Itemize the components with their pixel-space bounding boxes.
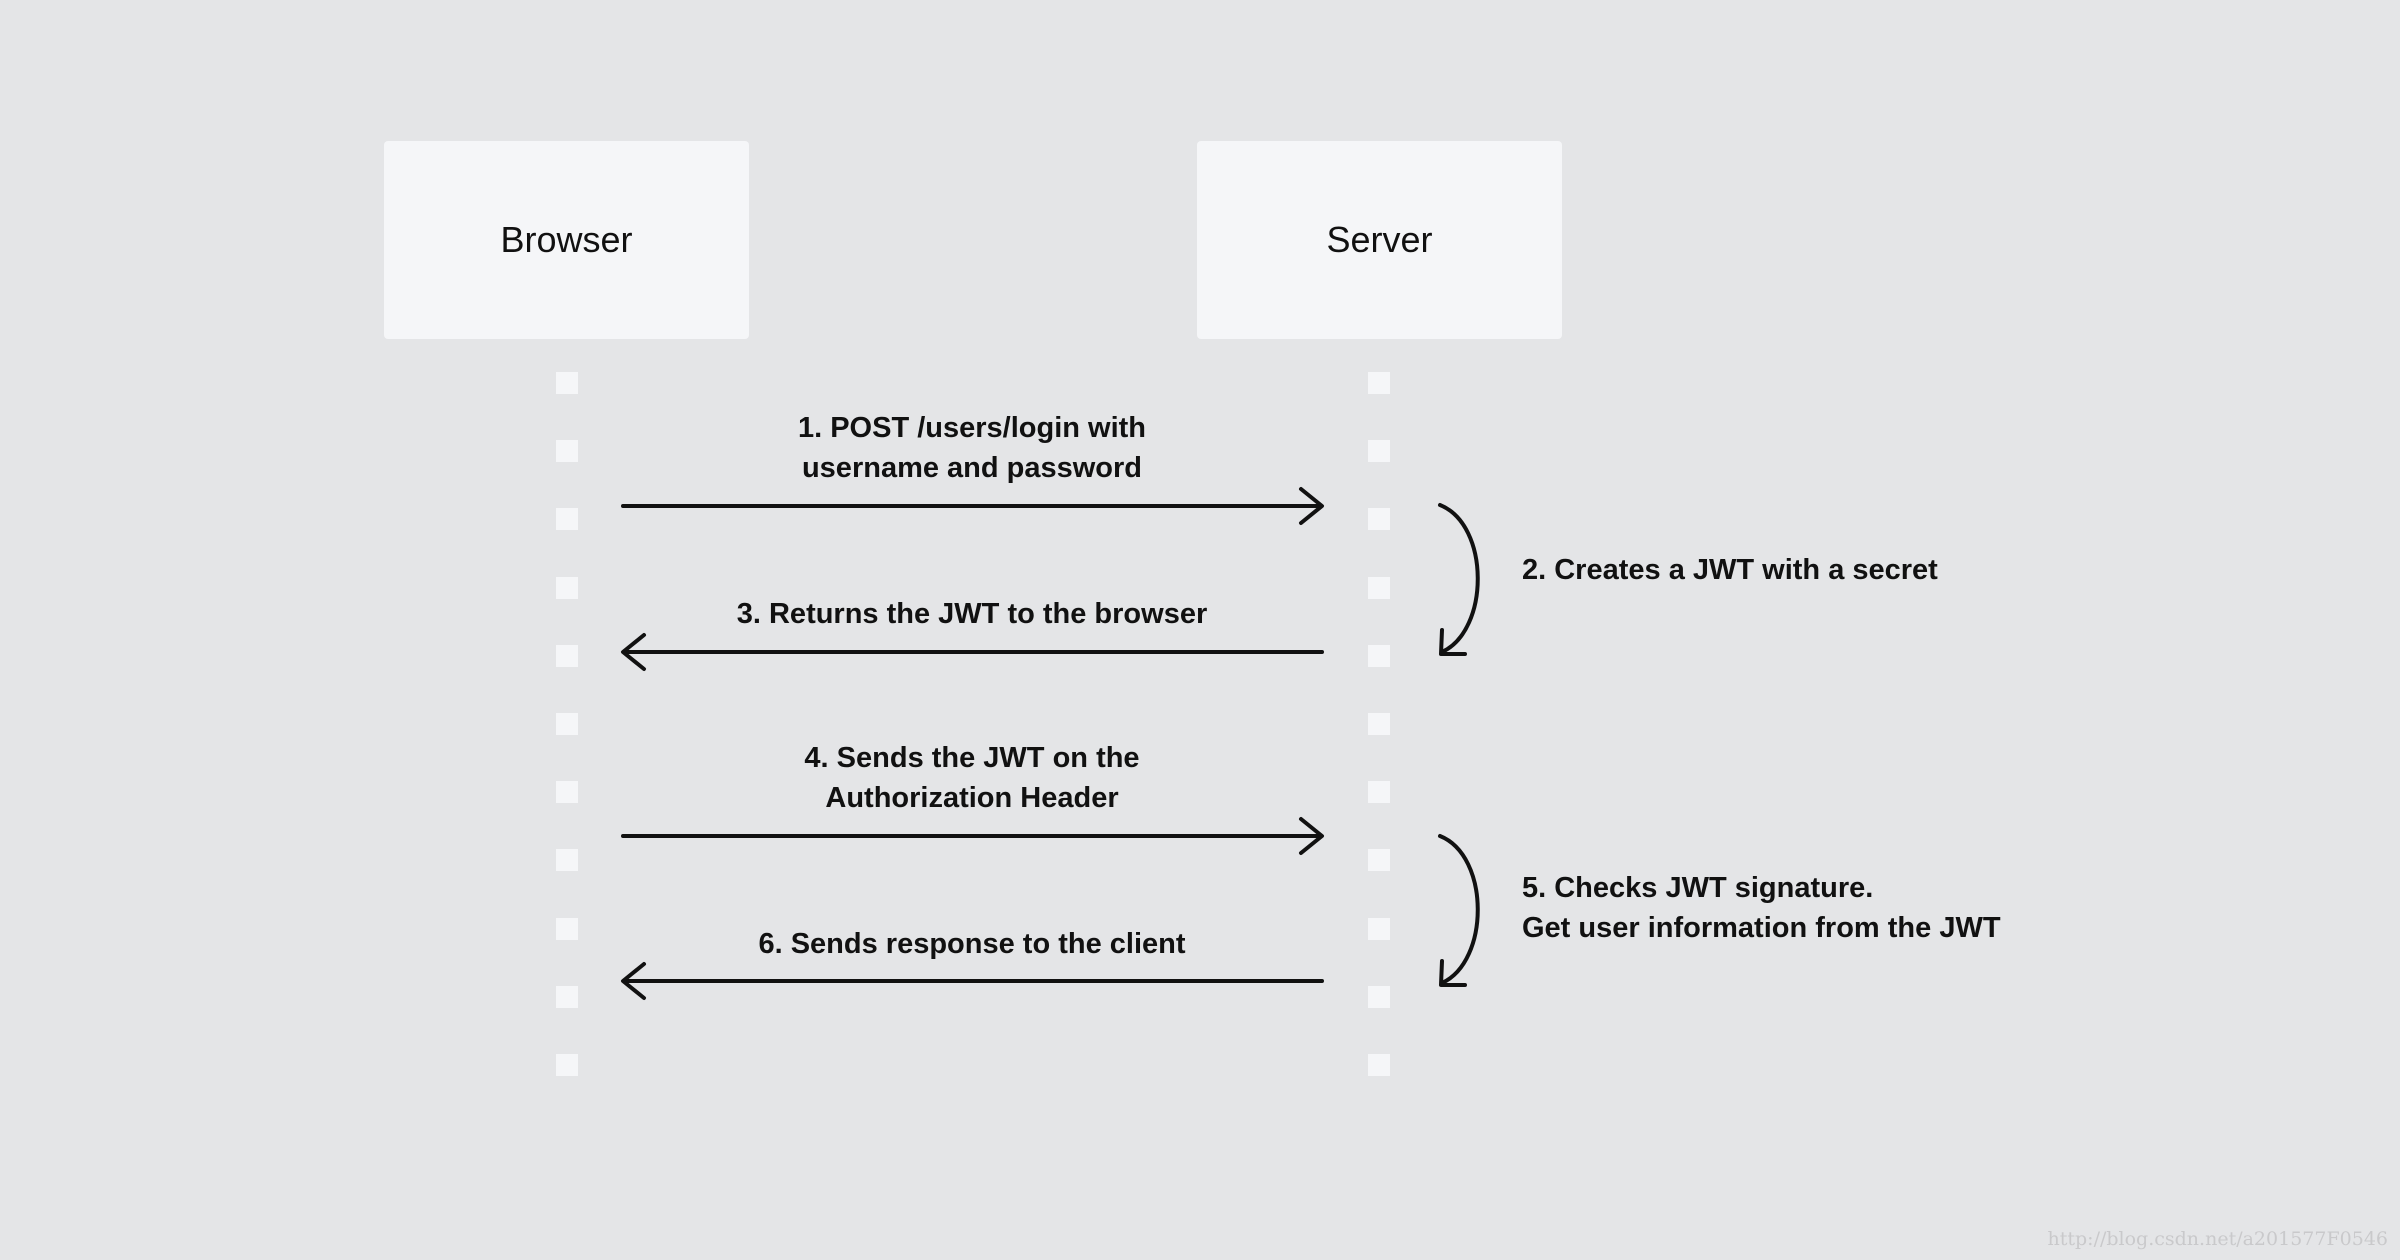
message-1-line-2: username and password	[801, 452, 1143, 484]
message-6-label: 6. Sends response to the client	[622, 924, 1322, 964]
message-3-arrow	[621, 633, 1324, 671]
browser-lifeline-dash	[556, 508, 578, 530]
browser-actor-label: Browser	[500, 219, 633, 260]
server-lifeline-dash	[1368, 781, 1390, 803]
message-1-arrow	[621, 487, 1324, 525]
browser-actor-box: Browser	[384, 141, 749, 339]
server-lifeline-dash	[1368, 440, 1390, 462]
browser-lifeline-dash	[556, 986, 578, 1008]
message-1-label: 1. POST /users/login with username and p…	[622, 408, 1322, 488]
message-3-label: 3. Returns the JWT to the browser	[622, 594, 1322, 634]
server-lifeline-dash	[1368, 577, 1390, 599]
server-lifeline-dash	[1368, 849, 1390, 871]
browser-lifeline-dash	[556, 440, 578, 462]
note-5-label: 5. Checks JWT signature. Get user inform…	[1522, 868, 2001, 948]
server-lifeline-dash	[1368, 918, 1390, 940]
self-arrow-2	[1438, 503, 1480, 656]
browser-lifeline-dash	[556, 577, 578, 599]
message-4-line-1: 4. Sends the JWT on the	[804, 742, 1140, 774]
browser-lifeline-dash	[556, 849, 578, 871]
browser-lifeline-dash	[556, 781, 578, 803]
note-2-line-1: 2. Creates a JWT with a secret	[1522, 554, 1938, 586]
server-lifeline-dash	[1368, 645, 1390, 667]
server-actor-label: Server	[1326, 219, 1433, 260]
server-lifeline-dash	[1368, 713, 1390, 735]
browser-lifeline	[556, 372, 578, 1076]
message-4-label: 4. Sends the JWT on the Authorization He…	[622, 738, 1322, 818]
message-3-line-1: 3. Returns the JWT to the browser	[736, 598, 1208, 630]
message-1-line-1: 1. POST /users/login with	[797, 412, 1147, 444]
browser-lifeline-dash	[556, 918, 578, 940]
server-lifeline	[1368, 372, 1390, 1076]
self-arrow-5	[1438, 834, 1480, 987]
message-4-line-2: Authorization Header	[825, 782, 1119, 814]
server-lifeline-dash	[1368, 1054, 1390, 1076]
note-2-label: 2. Creates a JWT with a secret	[1522, 550, 1938, 590]
browser-lifeline-dash	[556, 372, 578, 394]
message-6-arrow	[621, 962, 1324, 1000]
server-lifeline-dash	[1368, 986, 1390, 1008]
watermark-url: http://blog.csdn.net/a201577F0546	[2047, 1228, 2389, 1250]
note-5-line-1: 5. Checks JWT signature.	[1522, 872, 1874, 904]
browser-lifeline-dash	[556, 713, 578, 735]
browser-lifeline-dash	[556, 1054, 578, 1076]
message-4-arrow	[621, 817, 1324, 855]
server-actor-box: Server	[1197, 141, 1562, 339]
browser-lifeline-dash	[556, 645, 578, 667]
server-lifeline-dash	[1368, 372, 1390, 394]
note-5-line-2: Get user information from the JWT	[1522, 912, 2001, 944]
message-6-line-1: 6. Sends response to the client	[758, 928, 1186, 960]
server-lifeline-dash	[1368, 508, 1390, 530]
